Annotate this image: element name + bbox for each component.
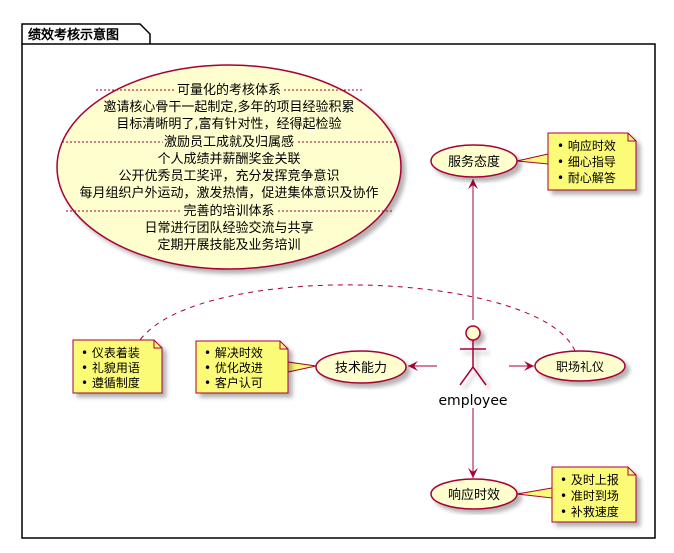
note-line: 每月组织户外运动，激发热情，促进集体意识及协作: [79, 185, 378, 201]
note-line: 日常进行团队经验交流与共享: [144, 220, 313, 236]
note-tech: • 解决时效 • 优化改进 • 客户认可: [195, 340, 289, 394]
note-response: • 及时上报 • 准时到场 • 补救速度: [551, 466, 637, 523]
usecase-tech-skill[interactable]: 技术能力: [315, 350, 407, 384]
note-item: • 遵循制度: [81, 375, 140, 390]
big-usecase-note: 可量化的考核体系 邀请核心骨干一起制定,多年的项目经验积累 目标清晰明了,富有针…: [56, 64, 402, 270]
actor-stick-figure-icon: [459, 325, 487, 386]
relations: [139, 179, 576, 478]
usecase-response-time[interactable]: 响应时效: [430, 478, 518, 510]
actor-employee[interactable]: employee: [438, 325, 508, 409]
usecase-label: 服务态度: [448, 154, 500, 170]
usecase-label: 响应时效: [448, 487, 500, 503]
section-heading: 激励员工成就及归属感: [164, 134, 294, 150]
note-line: 公开优秀员工奖评，充分发挥竞争意识: [118, 168, 339, 184]
package-title: 绩效考核示意图: [28, 27, 119, 43]
note-item: • 响应时效: [557, 138, 616, 153]
usecase-label: 职场礼仪: [556, 359, 604, 374]
note-item: • 准时到场: [560, 489, 619, 503]
note-item: • 补救速度: [560, 504, 619, 519]
note-item: • 客户认可: [204, 375, 263, 390]
usecase-service-attitude[interactable]: 服务态度: [430, 144, 518, 178]
note-item: • 细心指导: [557, 154, 616, 169]
note-item: • 礼貌用语: [81, 360, 140, 375]
note-line: 目标清晰明了,富有针对性，经得起检验: [116, 116, 341, 132]
usecase-label: 技术能力: [335, 361, 387, 376]
note-line: 邀请核心骨干一起制定,多年的项目经验积累: [103, 99, 354, 115]
note-item: • 仪表着装: [81, 345, 140, 360]
note-etiquette: • 仪表着装 • 礼貌用语 • 遵循制度: [72, 339, 163, 394]
note-item: • 解决时效: [204, 345, 263, 360]
section-heading: 可量化的考核体系: [177, 82, 281, 98]
usecase-workplace-etiquette[interactable]: 职场礼仪: [534, 350, 626, 382]
package-frame: 绩效考核示意图: [21, 23, 656, 539]
note-item: • 优化改进: [204, 361, 263, 375]
note-line: 个人成绩并薪酬奖金关联: [157, 151, 300, 167]
note-item: • 耐心解答: [557, 170, 616, 185]
note-service: • 响应时效 • 细心指导 • 耐心解答: [547, 132, 637, 191]
note-line: 定期开展技能及业务培训: [157, 237, 300, 253]
section-heading: 完善的培训体系: [183, 203, 274, 219]
actor-label: employee: [438, 393, 507, 409]
note-item: • 及时上报: [560, 472, 619, 487]
